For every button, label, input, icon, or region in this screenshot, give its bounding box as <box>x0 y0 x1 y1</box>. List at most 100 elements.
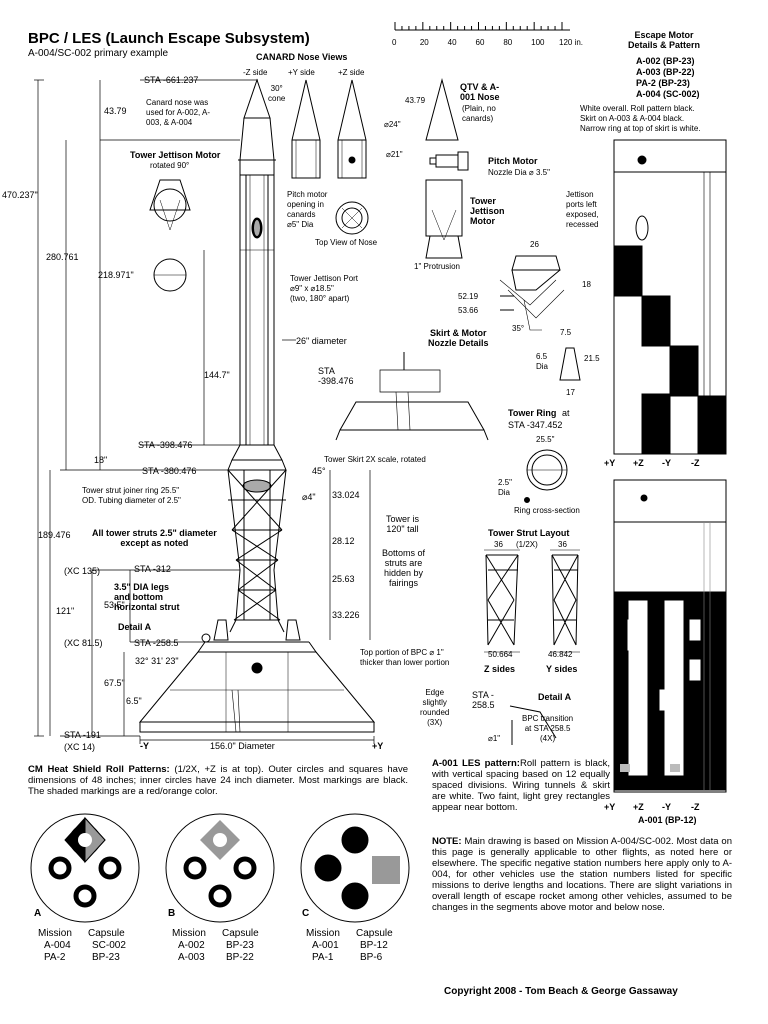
shield-mission: A-001 <box>312 940 339 951</box>
strut-ring-note: Tower strut joiner ring 25.5" OD. Tubing… <box>82 486 181 505</box>
main-note: NOTE: Main drawing is based on Mission A… <box>432 836 732 913</box>
dim-675: 67.5" <box>104 678 125 688</box>
axis-label: +Z <box>633 802 644 812</box>
tjm-65: 6.5 <box>536 352 548 361</box>
scale-bar <box>394 22 570 31</box>
detail-a-d1: ⌀1" <box>488 734 501 743</box>
escape-mission: PA-2 (BP-23) <box>636 78 690 88</box>
shield-capsule: BP-22 <box>226 952 254 963</box>
dimension-lines <box>34 79 375 744</box>
skirt-2x-note: Tower Skirt 2X scale, rotated <box>324 455 426 464</box>
escape-motor-title: Escape Motor Details & Pattern <box>628 30 701 50</box>
cone-label: 30° cone <box>268 84 286 103</box>
dim-24: ⌀24" <box>384 120 401 129</box>
jettison-rotated: rotated 90° <box>150 161 190 170</box>
escape-mission: A-004 (SC-002) <box>636 89 700 99</box>
strut-layout-title: Tower Strut Layout <box>488 528 570 538</box>
cone-angle: 32° 31' 23" <box>135 656 179 666</box>
canard-z-neg: -Z side <box>243 68 268 77</box>
tower-tall-note: Tower is 120" tall <box>386 514 420 534</box>
ring-dia: Dia <box>498 488 511 497</box>
detail-a-bpc: BPC transition at STA 258.5 (4X) <box>522 714 574 743</box>
a001-note-text: Roll pattern is black, with vertical spa… <box>432 758 610 813</box>
tjm-title: Tower Jettison Motor <box>470 196 505 226</box>
copyright: Copyright 2008 - Tom Beach & George Gass… <box>444 986 678 997</box>
shield-mission: A-003 <box>178 952 205 963</box>
skirt-title: Skirt & Motor Nozzle Details <box>428 328 489 348</box>
pitch-opening-note: Pitch motor opening in canards ⌀5" Dia <box>287 190 328 229</box>
xc-135: (XC 135) <box>64 566 101 576</box>
tjm-75: 7.5 <box>560 328 572 337</box>
y-sides: Y sides <box>546 664 578 674</box>
main-rocket <box>138 78 376 733</box>
dim-535: 53.5" <box>104 600 125 610</box>
shield-capsule: BP-12 <box>360 940 388 951</box>
a001-note: A-001 LES pattern:Roll pattern is black,… <box>432 758 610 813</box>
canard-z-pos: +Z side <box>338 68 365 77</box>
shield-capsule: BP-6 <box>360 952 383 963</box>
a001-note-title: A-001 LES pattern: <box>432 758 520 769</box>
shield-capsule: BP-23 <box>92 952 120 963</box>
jettison-ports-note: Jettison ports left exposed, recessed <box>566 190 599 229</box>
tjm-215: 21.5 <box>584 354 600 363</box>
ring-25: 2.5" <box>498 478 512 487</box>
station-258: STA -258.5 <box>134 638 179 648</box>
strut-50: 50.664 <box>488 650 513 659</box>
scale-label: 20 <box>419 38 429 47</box>
detail-a-sta: STA - 258.5 <box>472 690 495 710</box>
pitch-motor <box>425 151 469 259</box>
ring-cross: Ring cross-section <box>514 506 580 515</box>
qtv-note: (Plain, no canards) <box>462 104 496 123</box>
shield-letter: A <box>34 908 42 919</box>
strut-36b: 36 <box>558 540 567 549</box>
tower-ring <box>524 449 568 503</box>
tower-2812: 28.12 <box>332 536 355 546</box>
axis-label: -Z <box>691 802 700 812</box>
detail-a-pointer: Detail A <box>118 622 152 632</box>
tjm-35: 35° <box>512 324 525 333</box>
tower-33024: 33.024 <box>332 490 360 500</box>
detail-a-drawing <box>509 705 557 745</box>
edge-note: Edge slightly rounded (3X) <box>420 688 450 727</box>
axis-pos-y: +Y <box>372 741 384 751</box>
axis-label: -Y <box>662 458 671 468</box>
page-subtitle: A-004/SC-002 primary example <box>28 48 169 59</box>
dim-218: 218.971" <box>98 270 134 280</box>
qtv-title: QTV & A- 001 Nose <box>460 82 500 102</box>
escape-motor-note: White overall. Roll pattern black. Skirt… <box>580 104 701 133</box>
canard-title: CANARD Nose Views <box>256 52 348 62</box>
strut-36a: 36 <box>494 540 503 549</box>
shield-capsule: SC-002 <box>92 940 126 951</box>
dim-189: 189.476 <box>38 530 71 540</box>
station-380: STA -380.476 <box>142 466 197 476</box>
scale-label: 60 <box>475 38 485 47</box>
xc-81: (XC 81.5) <box>64 638 103 648</box>
main-note-title: NOTE: <box>432 836 462 847</box>
strut-46: 46.842 <box>548 650 573 659</box>
struts-hidden-note: Bottoms of struts are hidden by fairings <box>382 548 426 588</box>
shield-letter: B <box>168 908 176 919</box>
shield-capsule-header: Capsule <box>88 928 125 939</box>
shield-mission-header: Mission <box>172 928 206 939</box>
shield-mission-header: Mission <box>38 928 72 939</box>
tower-2563: 25.63 <box>332 574 355 584</box>
ring-sta: STA -347.452 <box>508 420 563 430</box>
shield-mission-header: Mission <box>306 928 340 939</box>
dim-21: ⌀21" <box>386 150 403 159</box>
station-191: STA -191 <box>64 730 101 740</box>
escape-mission: A-002 (BP-23) <box>636 56 695 66</box>
jettison-motor-title: Tower Jettison Motor <box>130 150 221 160</box>
station-661: STA -661.237 <box>144 75 199 85</box>
xc-14: (XC 14) <box>64 742 96 752</box>
scale-label: 120 in. <box>559 38 584 47</box>
tower-33226: 33.226 <box>332 610 360 620</box>
tjm-left <box>149 179 191 292</box>
legs-note: 3.5" DIA legs and bottom horizontal stru… <box>114 582 180 612</box>
shield-capsule-header: Capsule <box>222 928 259 939</box>
escape-mission: A-003 (BP-22) <box>636 67 695 77</box>
tjm-dia: Dia <box>536 362 549 371</box>
dim-144: 144.7" <box>204 370 230 380</box>
pitch-nozzle: Nozzle Dia ⌀ 3.5" <box>488 168 550 177</box>
strut-layout-scale: (1/2X) <box>516 540 538 549</box>
canard-views <box>291 78 459 235</box>
